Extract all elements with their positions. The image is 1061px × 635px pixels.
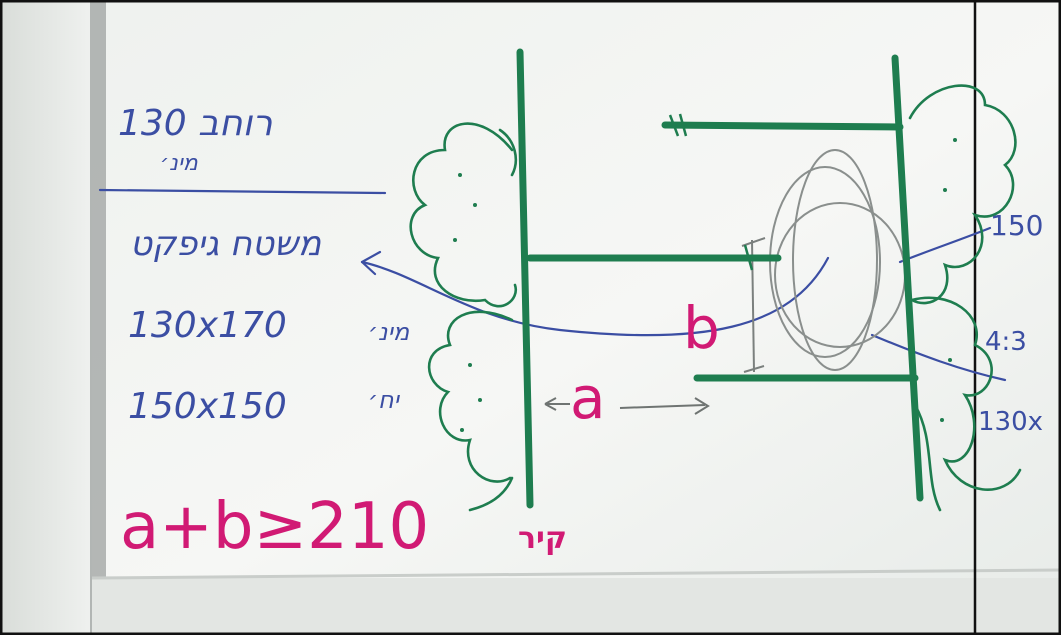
green-shrub-left bbox=[409, 122, 518, 512]
stove-title: משטח גיפקט bbox=[130, 224, 322, 264]
wall-ticks bbox=[668, 113, 754, 271]
width-note: רוחב 130 bbox=[118, 103, 273, 144]
right-value-2: 4:3 bbox=[985, 327, 1027, 357]
wall-label: קיר bbox=[518, 521, 567, 556]
label-b: b bbox=[683, 294, 720, 362]
board-frame bbox=[90, 0, 106, 635]
rail-line bbox=[91, 568, 1061, 580]
pencil-dimension-b bbox=[741, 237, 766, 373]
bottom-rail bbox=[92, 578, 1061, 635]
dimension-2: 150x150 bbox=[128, 386, 287, 427]
right-value-1: 150 bbox=[990, 209, 1043, 242]
width-subnote: מינ׳ bbox=[160, 151, 199, 176]
dimension-2-label: יח׳ bbox=[368, 386, 401, 414]
dimension-1-label: מינ׳ bbox=[368, 318, 410, 346]
dimension-1: 130x170 bbox=[128, 305, 287, 346]
label-a: a bbox=[570, 364, 606, 432]
right-value-3: 130x bbox=[978, 407, 1043, 437]
pencil-dimension-a bbox=[544, 397, 710, 415]
green-walls bbox=[516, 48, 924, 509]
pencil-circles bbox=[769, 149, 906, 371]
green-shrub-right bbox=[908, 84, 1022, 512]
formula: a+b≥210 bbox=[120, 490, 429, 564]
board-edge bbox=[0, 0, 92, 635]
shrub-dots bbox=[453, 138, 957, 432]
